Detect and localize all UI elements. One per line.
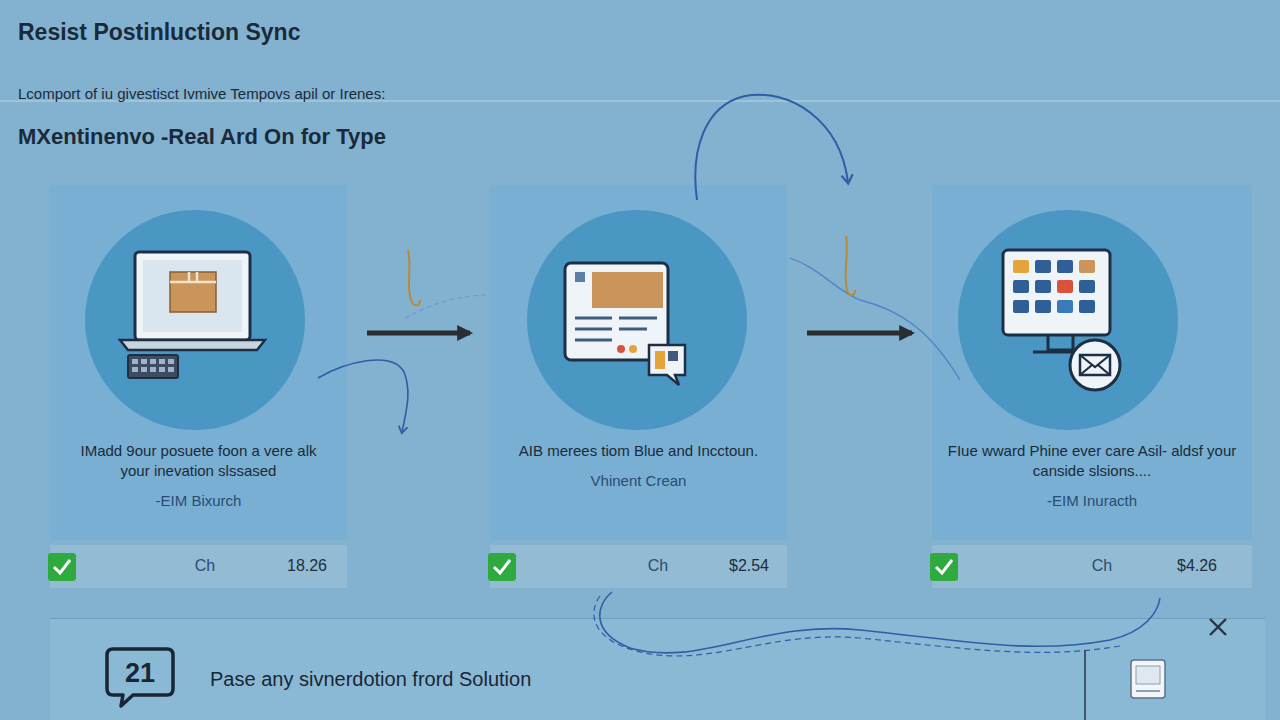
subtitle: Lcomport of iu givestisct Ivmive Tempovs…	[18, 85, 385, 102]
author-name: -EIM Bixurch	[156, 491, 242, 511]
flow-arrow	[367, 331, 470, 336]
author-name: -EIM Inuracth	[1047, 491, 1137, 511]
row-label: Ch	[648, 556, 668, 576]
flow-curve	[790, 258, 960, 380]
squiggle	[408, 250, 420, 305]
flow-curve	[600, 592, 1160, 653]
page-title: Resist Postinluction Sync	[18, 19, 300, 46]
device-icon	[1131, 660, 1165, 698]
step-panel: FIue wward Phine ever care Asil- aldsf y…	[932, 185, 1252, 540]
flow-curve	[318, 360, 408, 432]
step-panel: IMadd 9our posuete foon a vere alk your …	[50, 185, 347, 540]
price-value: $2.54	[729, 556, 769, 576]
section-heading: MXentinenvo -Real Ard On for Type	[18, 124, 386, 150]
separator-line	[1084, 650, 1086, 720]
author-name: Vhinent Crean	[591, 471, 687, 491]
flow-curve	[695, 95, 848, 200]
flow-curve	[405, 295, 490, 318]
step-illustration	[932, 185, 1252, 540]
row-label: Ch	[1092, 556, 1112, 576]
step-description: IMadd 9our posuete foon a vere alk your …	[64, 441, 333, 481]
price-value: $4.26	[1177, 556, 1217, 576]
price-value: 18.26	[287, 556, 327, 576]
flow-curve	[594, 596, 1120, 656]
step-illustration	[50, 185, 347, 540]
row-label: Ch	[195, 556, 215, 576]
price-row: Ch 18.26	[50, 545, 347, 588]
callout-bubble: 21	[105, 647, 175, 709]
step-panel: AIB merees tiom Blue and Incctoun. Vhinen…	[490, 185, 787, 540]
solution-band: 21 Pase any sivnerdotion frord Solution	[50, 618, 1265, 720]
flow-arrow	[807, 331, 912, 336]
squiggle	[846, 236, 855, 295]
step-description: AIB merees tiom Blue and Incctoun.	[519, 441, 758, 461]
step-description: FIue wward Phine ever care Asil- aldsf y…	[946, 441, 1238, 481]
band-text: Pase any sivnerdotion frord Solution	[210, 667, 531, 691]
close-icon	[1210, 619, 1226, 635]
price-row: Ch $2.54	[490, 545, 787, 588]
price-row: Ch $4.26	[932, 545, 1252, 588]
callout-number: 21	[125, 658, 155, 688]
